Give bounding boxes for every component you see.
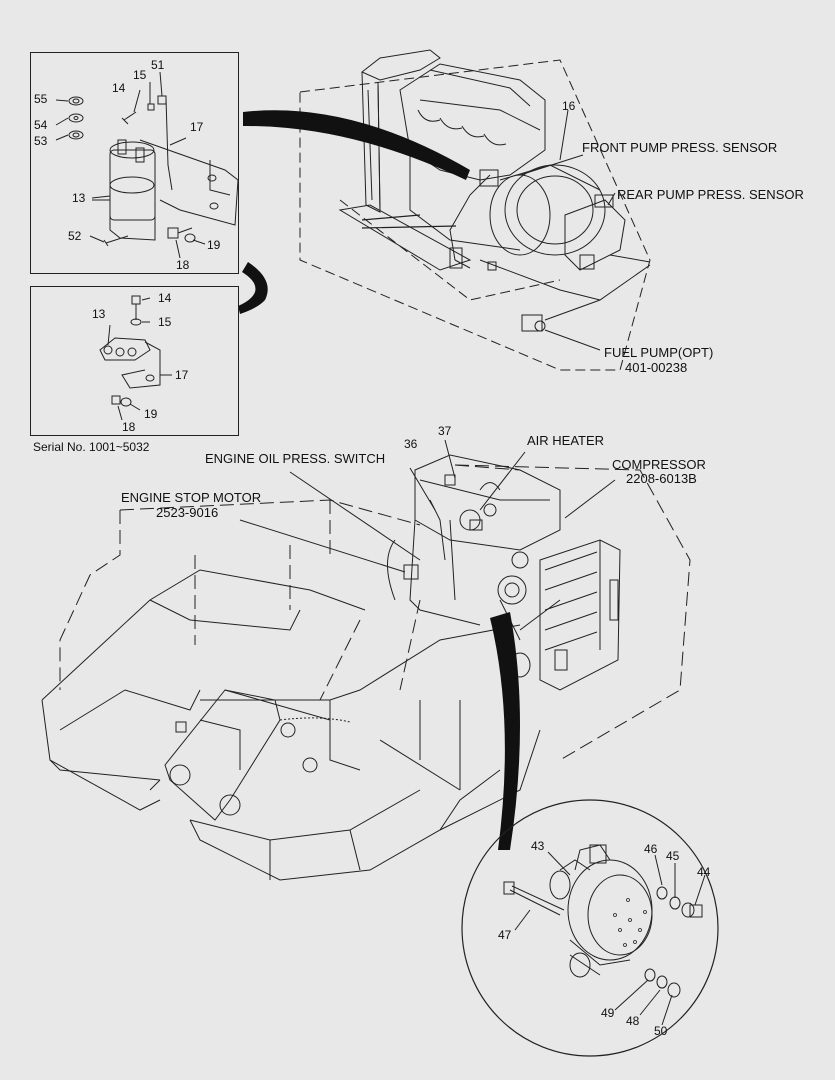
label-oil-press-switch: ENGINE OIL PRESS. SWITCH	[205, 451, 386, 466]
label-front-pump-sensor: FRONT PUMP PRESS. SENSOR	[582, 140, 778, 155]
inset-box-1	[30, 52, 239, 274]
callout: 19	[207, 238, 221, 252]
label-engine-stop-motor: ENGINE STOP MOTOR	[121, 490, 262, 505]
callout: 52	[68, 229, 82, 243]
label-compressor: COMPRESSOR	[612, 457, 706, 472]
callout: 44	[697, 865, 711, 879]
callout: 18	[122, 420, 136, 434]
callout: 17	[175, 368, 189, 382]
callout: 49	[601, 1006, 615, 1020]
label-compressor-pn: 2208-6013B	[626, 471, 697, 486]
callout: 13	[92, 307, 106, 321]
callout: 46	[644, 842, 658, 856]
inset-box-2	[30, 286, 239, 436]
callout: 36	[404, 437, 418, 451]
box2-drawing	[99, 295, 172, 421]
callout: 51	[151, 58, 165, 72]
box1-drawing	[55, 71, 239, 259]
callout: 15	[133, 68, 147, 82]
serial-note: Serial No. 1001~5032	[33, 440, 150, 454]
label-fuel-pump-pn: 401-00238	[625, 360, 688, 375]
callout: 15	[158, 315, 172, 329]
alternator-drawing	[503, 844, 706, 1026]
callout: 47	[498, 928, 512, 942]
callout: 48	[626, 1014, 640, 1028]
label-rear-pump-sensor: REAR PUMP PRESS. SENSOR	[617, 187, 804, 202]
label-air-heater: AIR HEATER	[527, 433, 605, 448]
callout: 17	[190, 120, 204, 134]
callout: 18	[176, 258, 190, 272]
callout: 43	[531, 839, 545, 853]
callout: 55	[34, 92, 48, 106]
callout: 14	[112, 81, 126, 95]
callout: 37	[438, 424, 452, 438]
callout: 19	[144, 407, 158, 421]
label-fuel-pump: FUEL PUMP(OPT)	[604, 345, 714, 360]
callout: 14	[158, 291, 172, 305]
callout: 54	[34, 118, 48, 132]
callout: 16	[562, 99, 576, 113]
callout: 13	[72, 191, 86, 205]
callout: 53	[34, 134, 48, 148]
top-engine-assembly	[299, 49, 651, 371]
machine-frame	[41, 454, 691, 881]
callout: 50	[654, 1024, 668, 1038]
callout: 45	[666, 849, 680, 863]
label-engine-stop-motor-pn: 2523-9016	[156, 505, 219, 520]
